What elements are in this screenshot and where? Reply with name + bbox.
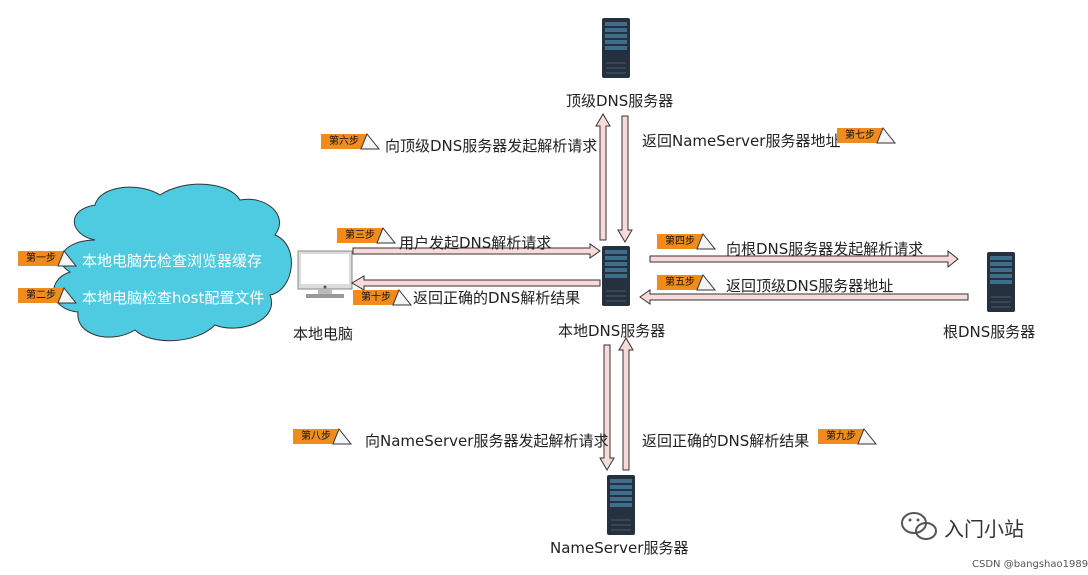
nameserver-label: NameServer服务器 (550, 539, 689, 557)
cloud-text-1: 本地电脑先检查浏览器缓存 (82, 252, 263, 270)
step6-tag: 第六步 (321, 133, 381, 150)
arrow-step8 (599, 344, 615, 471)
nameserver-server-icon (606, 474, 636, 536)
step1-tag: 第一步 (18, 250, 78, 267)
top-dns-server-icon (601, 17, 631, 79)
computer-icon (297, 250, 353, 298)
cloud-shape (53, 183, 292, 342)
arrow-step6 (595, 113, 611, 241)
step9-tag: 第九步 (818, 428, 878, 445)
step5-text: 返回顶级DNS服务器地址 (726, 277, 894, 295)
csdn-credit: CSDN @bangshao1989 (972, 559, 1088, 570)
step6-text: 向顶级DNS服务器发起解析请求 (385, 137, 598, 155)
step7-tag: 第七步 (837, 127, 897, 144)
root-dns-server-icon (986, 251, 1016, 313)
local-pc-label: 本地电脑 (293, 325, 354, 343)
step8-text: 向NameServer服务器发起解析请求 (365, 432, 609, 450)
arrow-step9 (618, 337, 634, 471)
local-dns-server-icon (601, 245, 631, 307)
step8-tag: 第八步 (293, 428, 353, 445)
watermark-text: 入门小站 (944, 517, 1024, 541)
step2-tag: 第二步 (18, 287, 78, 304)
step4-tag: 第四步 (657, 233, 717, 250)
step9-text: 返回正确的DNS解析结果 (642, 432, 810, 450)
cloud-text-2: 本地电脑检查host配置文件 (82, 289, 265, 307)
step4-text: 向根DNS服务器发起解析请求 (726, 240, 924, 258)
step3-text: 用户发起DNS解析请求 (399, 234, 552, 252)
step10-text: 返回正确的DNS解析结果 (413, 289, 581, 307)
step3-tag: 第三步 (337, 227, 397, 244)
top-dns-label: 顶级DNS服务器 (566, 92, 674, 110)
arrow-step3 (352, 243, 601, 259)
arrow-step4 (649, 249, 959, 269)
local-dns-label: 本地DNS服务器 (558, 322, 666, 340)
arrow-step10 (351, 275, 601, 291)
wechat-logo-icon (901, 512, 937, 540)
root-dns-label: 根DNS服务器 (943, 323, 1036, 341)
step10-tag: 第十步 (353, 289, 413, 306)
arrow-step7 (617, 115, 633, 243)
step7-text: 返回NameServer服务器地址 (642, 132, 841, 150)
step5-tag: 第五步 (657, 274, 717, 291)
arrow-step5 (639, 289, 969, 305)
